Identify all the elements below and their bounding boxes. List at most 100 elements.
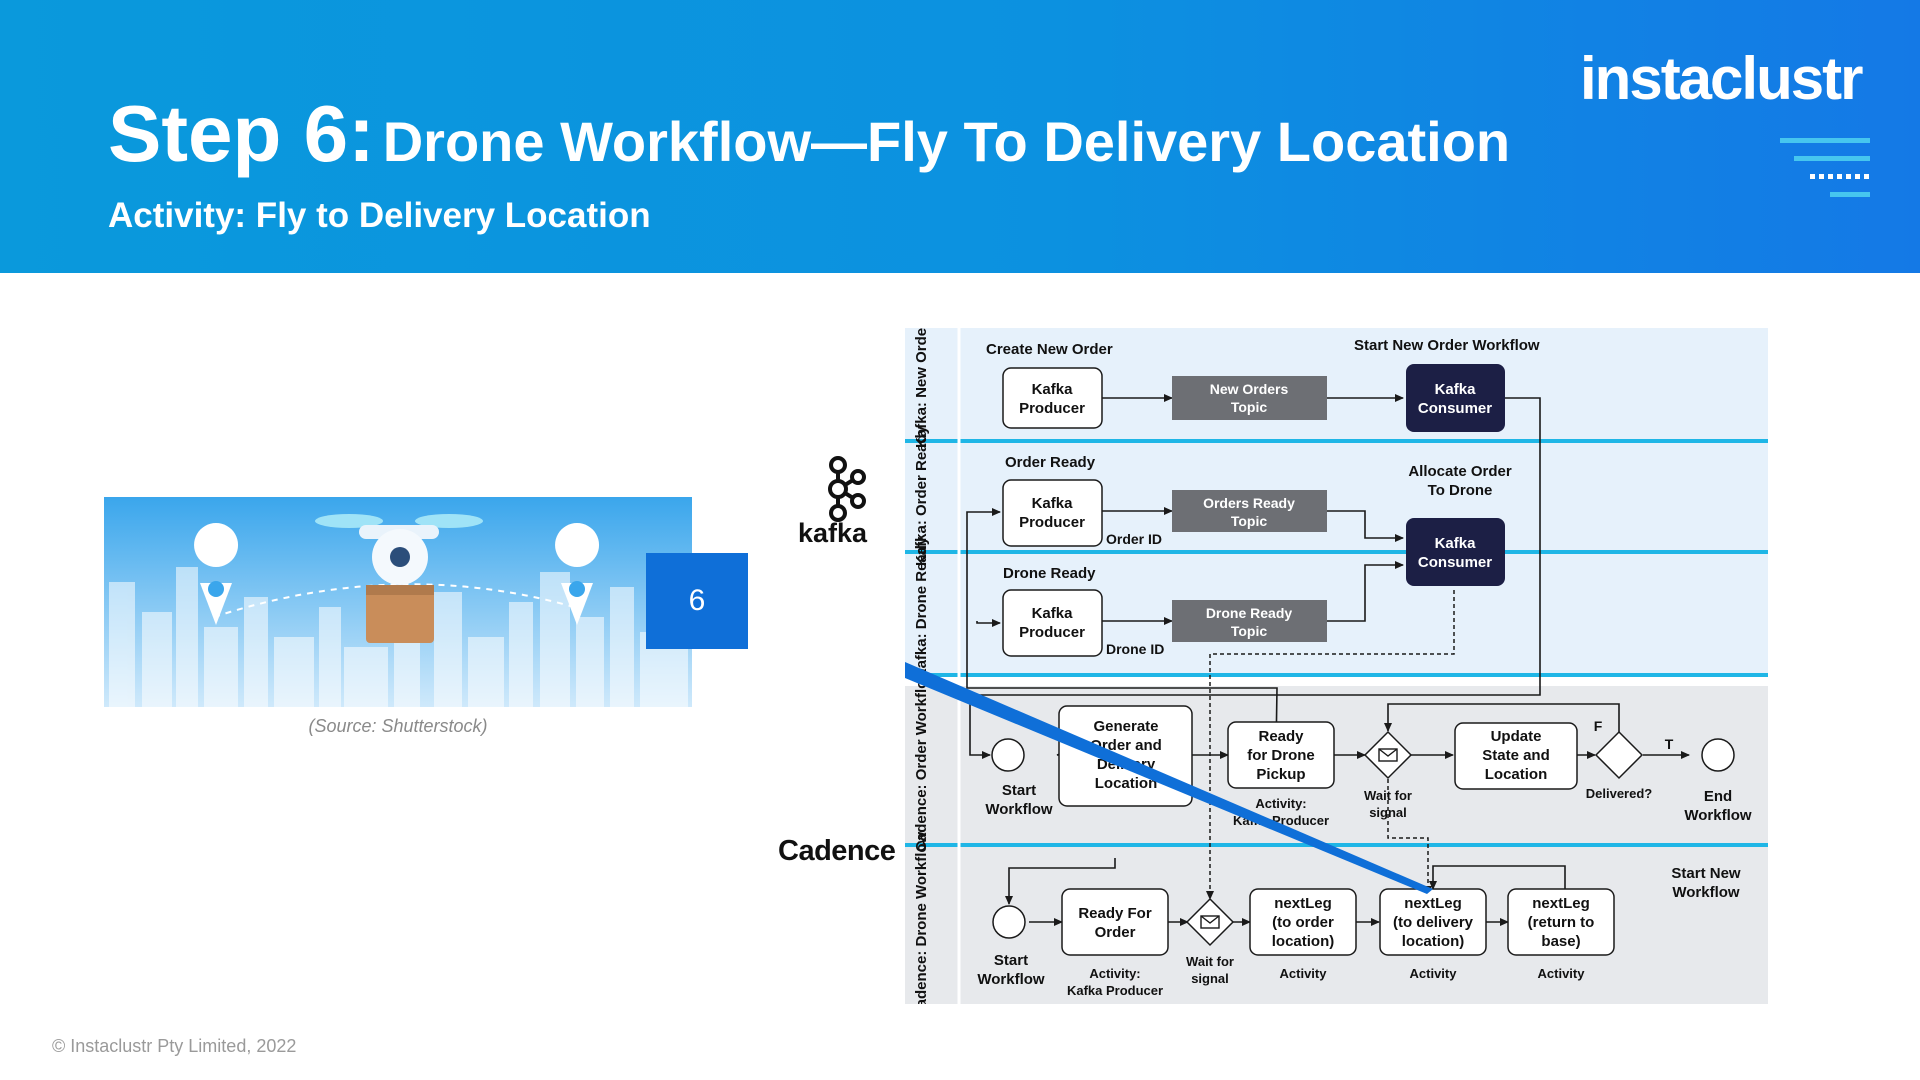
next-leg-order-label-3: location): [1272, 933, 1335, 950]
step-badge: 6: [646, 553, 748, 649]
next-leg-base-activity: [1507, 888, 1615, 956]
ready-pickup-label-2: for Drone: [1247, 747, 1315, 764]
header-banner: Step 6:Drone Workflow—Fly To Delivery Lo…: [0, 0, 1920, 273]
kafka-producer-drone-ready-label-1: Kafka: [1032, 605, 1074, 622]
new-orders-topic: [1172, 376, 1327, 420]
start-new-workflow-label-1: Start New: [1671, 865, 1741, 882]
lane-label-order-workflow: Cadence: Order Workflow: [913, 668, 930, 852]
workflow-diagram: Kafka: New Order Kafka: Order Ready Kafk…: [905, 328, 1768, 1004]
next-leg-delivery-caption: Activity: [1410, 966, 1458, 981]
caption-drone-ready: Drone Ready: [1003, 565, 1096, 582]
wait-for-signal-gateway-drone: [1185, 897, 1235, 947]
delivered-label: Delivered?: [1586, 786, 1653, 801]
drone-wait-label-1: Wait for: [1186, 954, 1234, 969]
cadence-logo-icon: Cadence: [778, 835, 896, 867]
next-leg-base-label-1: nextLeg: [1532, 895, 1590, 912]
next-leg-order-activity: [1249, 888, 1357, 956]
kafka-consumer-allocate: [1406, 518, 1505, 586]
envelope-icon: [1200, 915, 1220, 929]
start-event-order-workflow: [991, 738, 1025, 772]
next-leg-base-caption: Activity: [1538, 966, 1586, 981]
drone-ready-topic-label-1: Drone Ready: [1206, 605, 1293, 621]
order-start-label-1: Start: [1002, 782, 1036, 799]
lane-label-order-ready: Kafka: Order Ready: [913, 425, 930, 566]
caption-order-id: Order ID: [1106, 531, 1162, 547]
next-leg-delivery-label-2: (to delivery: [1393, 914, 1474, 931]
end-workflow-label-1: End: [1704, 788, 1732, 805]
orders-ready-topic: [1172, 490, 1327, 532]
ready-order-caption-2: Kafka Producer: [1067, 983, 1163, 998]
orders-ready-topic-label-2: Topic: [1231, 513, 1268, 529]
kafka-producer-order-ready: [1002, 479, 1103, 547]
kafka-consumer-new-order-label-2: Consumer: [1418, 400, 1492, 417]
kafka-consumer-new-order: [1406, 364, 1505, 432]
kafka-consumer-allocate-label-1: Kafka: [1435, 535, 1477, 552]
next-leg-base-label-3: base): [1541, 933, 1580, 950]
end-event-order-workflow: [1701, 738, 1735, 772]
cadence-logo-text: Cadence: [778, 835, 896, 867]
update-state-label-1: Update: [1491, 728, 1542, 745]
new-orders-topic-label-2: Topic: [1231, 399, 1268, 415]
caption-drone-id: Drone ID: [1106, 641, 1164, 657]
drone-start-label-1: Start: [994, 952, 1028, 969]
lane-label-drone-workflow: Cadence: Drone Workflow: [913, 831, 930, 1004]
generate-order-label-1: Generate: [1093, 718, 1158, 735]
kafka-producer-order-ready-label-1: Kafka: [1032, 495, 1074, 512]
caption-create-new-order: Create New Order: [986, 341, 1113, 358]
drone-icon: [315, 514, 483, 643]
kafka-consumer-new-order-label-1: Kafka: [1435, 381, 1477, 398]
ready-pickup-caption-1: Activity:: [1255, 796, 1306, 811]
update-state-label-2: State and: [1482, 747, 1550, 764]
lane-label-drone-ready: Kafka: Drone Ready: [913, 536, 930, 679]
start-new-workflow-label-2: Workflow: [1672, 884, 1740, 901]
ready-order-caption-1: Activity:: [1089, 966, 1140, 981]
next-leg-base-label-2: (return to: [1528, 914, 1595, 931]
kafka-producer-new-order-label-1: Kafka: [1032, 381, 1074, 398]
drone-ready-topic-label-2: Topic: [1231, 623, 1268, 639]
ready-order-label-1: Ready For: [1078, 905, 1152, 922]
delivered-gateway: [1594, 730, 1644, 780]
page-title-text: Drone Workflow—Fly To Delivery Location: [382, 110, 1511, 173]
drone-city-icon: [104, 497, 692, 707]
drone-ready-topic: [1172, 600, 1327, 642]
next-leg-order-label-2: (to order: [1272, 914, 1334, 931]
update-state-activity: [1454, 722, 1578, 790]
drone-start-label-2: Workflow: [977, 971, 1045, 988]
kafka-producer-new-order: [1002, 367, 1103, 429]
envelope-icon: [1378, 748, 1398, 762]
instaclustr-logo: instaclustr: [1580, 45, 1863, 112]
generate-order-label-4: Location: [1095, 775, 1158, 792]
page-title: Step 6:Drone Workflow—Fly To Delivery Lo…: [108, 88, 1510, 180]
orders-ready-topic-label-1: Orders Ready: [1203, 495, 1295, 511]
wait-for-signal-gateway-order: [1363, 730, 1413, 780]
page-title-step: Step 6:: [108, 89, 375, 178]
step-pointer: [905, 662, 1433, 894]
caption-order-ready: Order Ready: [1005, 454, 1096, 471]
start-event-drone-workflow: [992, 905, 1026, 939]
caption-allocate-order-1: Allocate Order: [1408, 463, 1512, 480]
next-leg-delivery-label-1: nextLeg: [1404, 895, 1462, 912]
map-pin-icon: [194, 523, 239, 625]
ready-pickup-label-1: Ready: [1258, 728, 1304, 745]
image-source-caption: (Source: Shutterstock): [308, 716, 488, 736]
ready-for-drone-pickup-activity: [1227, 721, 1335, 789]
false-branch-label: F: [1594, 718, 1603, 734]
lane-label-new-order: Kafka: New Order: [913, 328, 930, 448]
caption-start-new-order-workflow: Start New Order Workflow: [1354, 337, 1540, 354]
new-orders-topic-label-1: New Orders: [1210, 381, 1289, 397]
ready-order-label-2: Order: [1095, 924, 1136, 941]
kafka-logo-text: kafka: [798, 518, 868, 545]
kafka-producer-drone-ready: [1002, 589, 1103, 657]
drone-wait-label-2: signal: [1191, 971, 1229, 986]
ready-for-order-activity: [1061, 888, 1169, 956]
true-branch-label: T: [1665, 736, 1674, 752]
kafka-consumer-allocate-label-2: Consumer: [1418, 554, 1492, 571]
copyright-footer: © Instaclustr Pty Limited, 2022: [52, 1036, 297, 1056]
ready-pickup-label-3: Pickup: [1256, 766, 1305, 783]
drone-delivery-illustration: [104, 497, 692, 707]
next-leg-order-caption: Activity: [1280, 966, 1328, 981]
order-wait-label-1: Wait for: [1364, 788, 1412, 803]
next-leg-order-label-1: nextLeg: [1274, 895, 1332, 912]
kafka-logo-icon: kafka: [798, 456, 868, 545]
order-wait-label-2: signal: [1369, 805, 1407, 820]
